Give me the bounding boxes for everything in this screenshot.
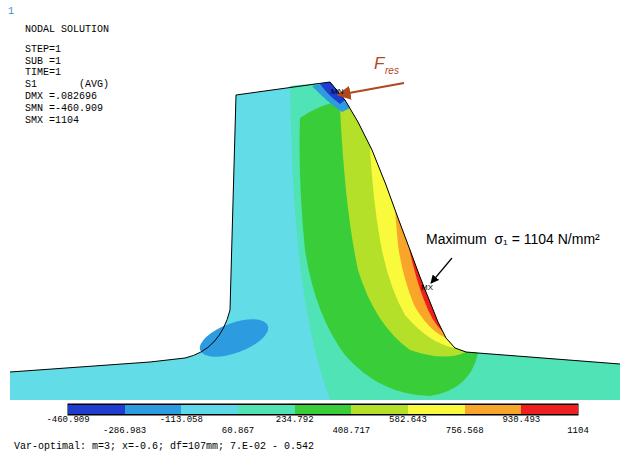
max-stress-note: Maximum σ₁ = 1104 N/mm²	[426, 232, 600, 247]
colorbar-swatch	[125, 404, 182, 415]
plot-info: S1 (AVG)	[25, 79, 109, 90]
plot-info: SUB =1	[25, 56, 61, 67]
plot-info: STEP=1	[25, 44, 61, 55]
stress-contour	[312, 82, 350, 112]
force-arrow	[338, 83, 404, 95]
view-number: 1	[8, 6, 14, 17]
plot-info: DMX =.082696	[25, 91, 97, 102]
colorbar-value: 1104	[567, 427, 589, 437]
plot-info: SMN =-460.909	[25, 103, 103, 114]
colorbar-value: -286.983	[103, 427, 146, 437]
tooth-outline	[10, 82, 620, 372]
stress-contour	[340, 100, 466, 357]
colorbar-swatch	[181, 404, 238, 415]
colorbar-swatch	[68, 404, 125, 415]
colorbar-value: 930.493	[502, 416, 540, 426]
min-marker: MN	[331, 88, 343, 97]
colorbar-value: 582.643	[389, 416, 427, 426]
plot-header: NODAL SOLUTION	[25, 24, 109, 35]
colorbar-value: -113.058	[160, 416, 203, 426]
force-symbol: F	[374, 55, 384, 74]
colorbar-swatch	[521, 404, 578, 415]
colorbar-value: 60.867	[222, 427, 254, 437]
colorbar-value: 234.792	[276, 416, 314, 426]
colorbar-swatch	[295, 404, 352, 415]
stress-contour	[195, 312, 273, 365]
stress-contour	[290, 82, 620, 400]
plot-info: SMX =1104	[25, 115, 79, 126]
colorbar-swatch	[465, 404, 522, 415]
leader-arrow	[431, 258, 452, 283]
colorbar-swatch	[408, 404, 465, 415]
colorbar-value: -460.909	[46, 416, 89, 426]
force-subscript: res	[385, 65, 399, 76]
tooth-body	[10, 82, 620, 400]
colorbar-swatch	[351, 404, 408, 415]
plot-info: TIME=1	[25, 67, 61, 78]
colorbar-value: 756.568	[446, 427, 484, 437]
colorbar-swatch	[238, 404, 295, 415]
colorbar-value: 408.717	[332, 427, 370, 437]
colorbar-frame	[68, 404, 578, 415]
max-marker: MX	[421, 284, 433, 293]
stress-contour	[300, 100, 478, 396]
solution-note: Var-optimal: m=3; x=-0.6; df=107mm; 7.E-…	[14, 441, 314, 452]
